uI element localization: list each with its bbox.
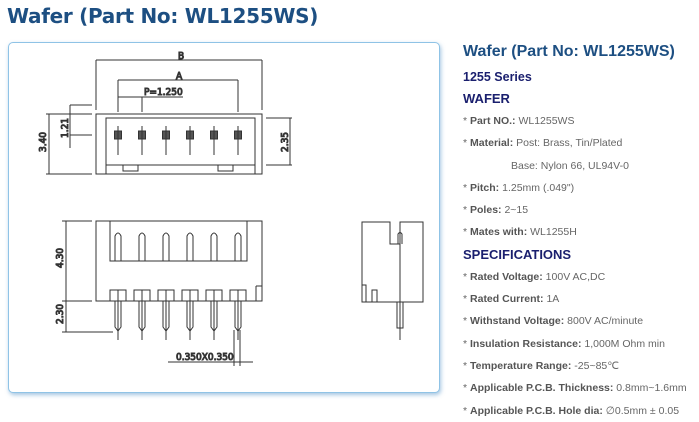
- front-pin-upper: [234, 232, 242, 261]
- spec-item: * Part NO.: WL1255WS: [463, 115, 575, 127]
- top-view: [46, 59, 292, 175]
- dim-1-21: 1.21: [60, 118, 71, 138]
- section-wafer: WAFER: [463, 91, 510, 106]
- section-specifications: SPECIFICATIONS: [463, 246, 572, 262]
- dim-4-30: 4.30: [55, 248, 66, 268]
- spec-item: * Poles: 2~15: [463, 204, 529, 217]
- spec-value: 2~15: [504, 204, 529, 217]
- dim-pin-size: 0.350X0.350: [176, 352, 234, 363]
- dim-3-40: 3.40: [38, 132, 49, 152]
- spec-label: Insulation Resistance:: [470, 337, 582, 350]
- spec-label: Rated Voltage:: [470, 270, 543, 283]
- front-pin-upper: [162, 232, 170, 261]
- spec-label: Mates with:: [470, 226, 528, 239]
- spec-item: * Material: Post: Brass, Tin/Plated: [463, 137, 623, 150]
- spec-value: 0.8mm~1.6mm: [616, 382, 687, 395]
- front-pin-lower: [210, 290, 218, 340]
- front-view: [62, 220, 263, 366]
- spec-label: Poles:: [470, 204, 502, 217]
- front-pin-upper: [114, 232, 122, 261]
- spec-value: 100V AC,DC: [545, 270, 606, 283]
- spec-value: WL1255H: [530, 226, 577, 239]
- page-title: Wafer (Part No: WL1255WS): [7, 4, 319, 28]
- dim-B: B: [178, 51, 184, 62]
- front-pin-upper: [210, 232, 218, 261]
- top-outline: [95, 113, 263, 175]
- spec-label: Applicable P.C.B. Thickness:: [470, 382, 614, 395]
- spec-item: * Pitch: 1.25mm (.049"): [463, 181, 575, 194]
- spec-label: Withstand Voltage:: [470, 315, 565, 328]
- spec-label: Pitch:: [470, 181, 500, 194]
- spec-value: Post: Brass, Tin/Plated: [516, 137, 623, 150]
- front-pin-lower: [114, 290, 122, 340]
- spec-value: 1.25mm (.049"): [502, 181, 575, 194]
- spec-label: Temperature Range:: [470, 359, 572, 372]
- spec-item: * Withstand Voltage: 800V AC/minute: [463, 315, 644, 328]
- spec-label: Part NO.:: [470, 115, 516, 127]
- spec-item: * Temperature Range: -25~85℃: [463, 359, 620, 372]
- dim-pitch: P=1.250: [144, 87, 183, 98]
- spec-value: 1,000M Ohm min: [584, 337, 665, 350]
- spec-title: Wafer (Part No: WL1255WS): [463, 43, 675, 60]
- dim-2-35: 2.35: [280, 132, 291, 152]
- spec-value: 800V AC/minute: [567, 315, 644, 328]
- series-label: 1255 Series: [463, 70, 532, 84]
- front-pin-lower: [138, 290, 146, 340]
- spec-item: * Applicable P.C.B. Thickness: 0.8mm~1.6…: [463, 382, 687, 395]
- dim-2-30: 2.30: [55, 304, 66, 324]
- side-view: [361, 221, 424, 340]
- spec-label: Applicable P.C.B. Hole dia:: [470, 404, 603, 417]
- drawing-panel: [8, 42, 440, 393]
- spec-value: -25~85℃: [574, 359, 620, 372]
- spec-item: * Rated Voltage: 100V AC,DC: [463, 270, 606, 283]
- spec-label: Rated Current:: [470, 293, 544, 306]
- front-pin-lower: [186, 290, 194, 340]
- spec-item: Base: Nylon 66, UL94V-0: [463, 155, 699, 177]
- spec-item: * Rated Current: 1A: [463, 293, 560, 306]
- top-inner: [105, 117, 256, 166]
- front-pin-upper: [186, 232, 194, 261]
- spec-value: ∅0.5mm ± 0.05: [605, 404, 680, 417]
- spec-value: WL1255WS: [518, 115, 575, 127]
- spec-item: * Applicable P.C.B. Hole dia: ∅0.5mm ± 0…: [463, 404, 680, 417]
- front-pin-lower: [162, 290, 170, 340]
- dim-A: A: [176, 71, 183, 82]
- spec-value: Base: Nylon 66, UL94V-0: [511, 159, 629, 172]
- spec-item: * Mates with: WL1255H: [463, 226, 577, 239]
- spec-panel: Wafer (Part No: WL1255WS) 1255 Series WA…: [463, 43, 699, 422]
- front-pin-upper: [138, 232, 146, 261]
- spec-item: * Insulation Resistance: 1,000M Ohm min: [463, 337, 665, 350]
- front-pin-lower: [234, 290, 242, 340]
- spec-value: 1A: [546, 293, 560, 306]
- spec-label: Material:: [470, 137, 514, 150]
